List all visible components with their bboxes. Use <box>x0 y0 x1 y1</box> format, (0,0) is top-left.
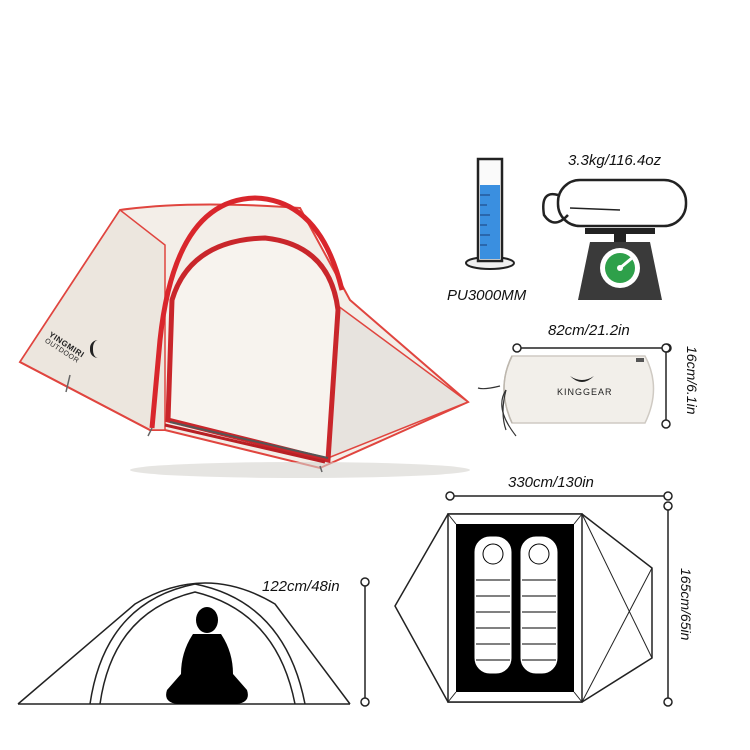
side-height-label: 122cm/48in <box>262 578 340 595</box>
floor-width-label: 165cm/65in <box>678 568 694 641</box>
water-column-label: PU3000MM <box>447 287 527 304</box>
stuff-sack-icon <box>477 355 655 437</box>
side-profile-diagram <box>17 577 370 707</box>
floor-length-label: 330cm/130in <box>508 474 594 491</box>
weight-label: 3.3kg/116.4oz <box>568 152 662 169</box>
pack-width-label: 82cm/21.2in <box>548 322 630 339</box>
pack-height-label: 16cm/6.1in <box>684 346 700 415</box>
seated-person-icon <box>166 607 248 704</box>
tent-logo-mark-icon <box>90 340 107 358</box>
pack-brand-label: KINGGEAR <box>557 387 613 397</box>
scale-icon <box>542 178 688 300</box>
sleeping-bag-icon <box>473 535 559 675</box>
floor-plan-diagram <box>394 491 673 707</box>
pack-height-dimension-line <box>661 343 671 429</box>
graduated-cylinder-icon <box>465 157 515 270</box>
